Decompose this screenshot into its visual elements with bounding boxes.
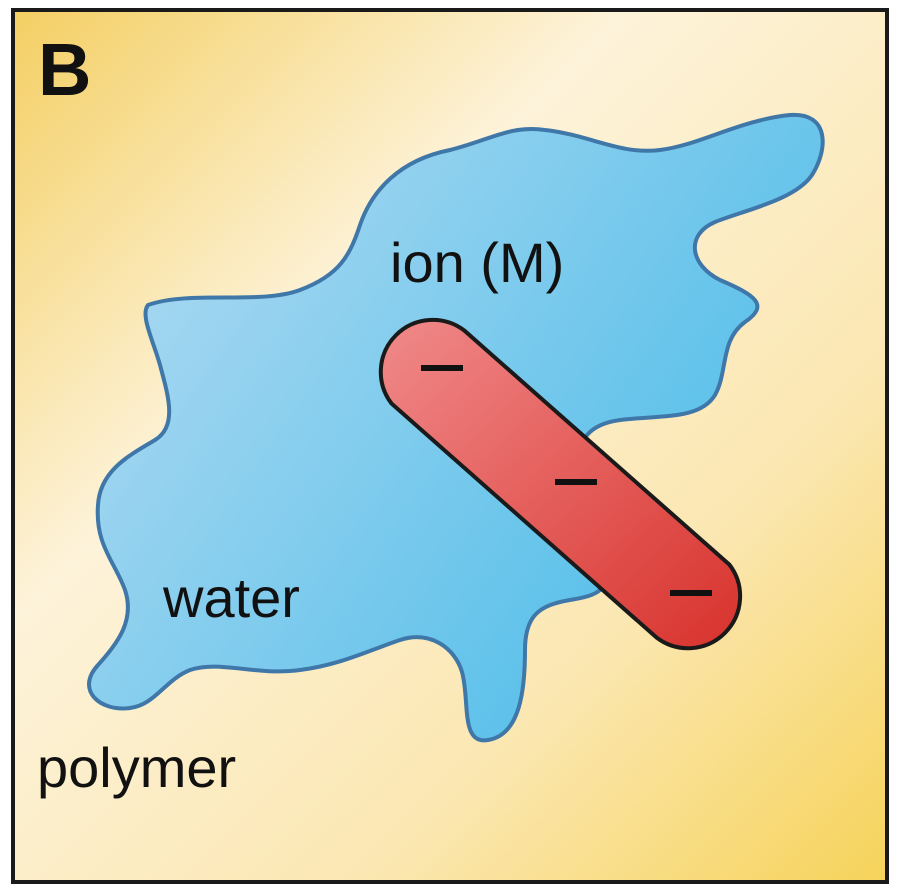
ion-label: ion (M) [390,231,564,294]
panel-letter: B [38,28,91,111]
minus-sign-icon [670,590,712,596]
minus-sign-icon [555,479,597,485]
minus-sign-icon [421,365,463,371]
polymer-label: polymer [37,736,236,799]
ion-charges [421,365,712,596]
water-label: water [162,566,300,629]
